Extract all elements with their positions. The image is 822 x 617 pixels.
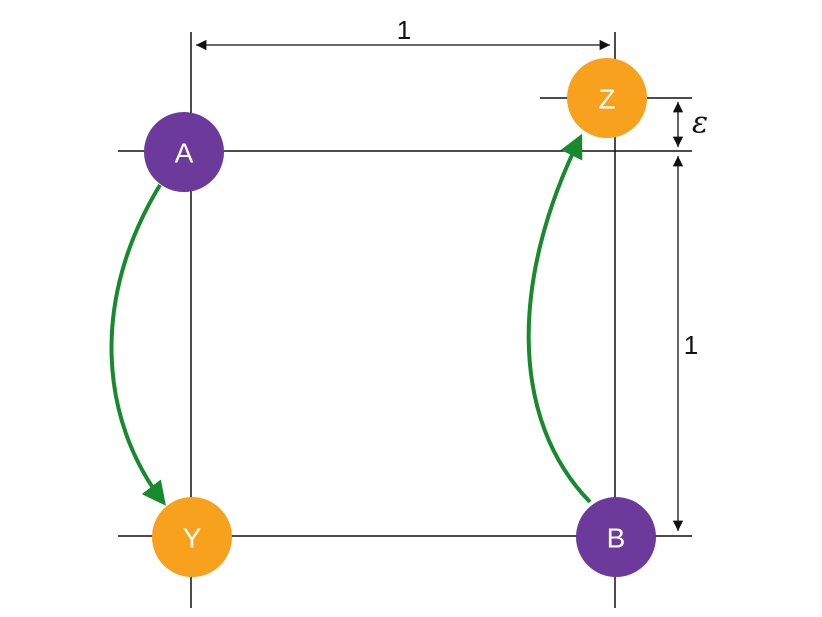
node-z: Z (567, 58, 647, 138)
epsilon-label: ε (692, 106, 708, 141)
node-a-label: A (175, 138, 194, 169)
arrow-b-to-z (526, 133, 592, 504)
dimension-arrows (196, 39, 684, 531)
node-y: Y (152, 497, 232, 577)
right-height-label: 1 (684, 330, 698, 360)
top-width-label: 1 (397, 15, 411, 45)
node-b-label: B (607, 523, 626, 554)
node-z-label: Z (598, 84, 615, 115)
node-a: A (144, 112, 224, 192)
node-b-circle (576, 497, 656, 577)
node-z-circle (567, 58, 647, 138)
node-b: B (576, 497, 656, 577)
node-y-label: Y (183, 523, 202, 554)
arrow-a-to-y (109, 183, 166, 506)
node-a-circle (144, 112, 224, 192)
node-y-circle (152, 497, 232, 577)
